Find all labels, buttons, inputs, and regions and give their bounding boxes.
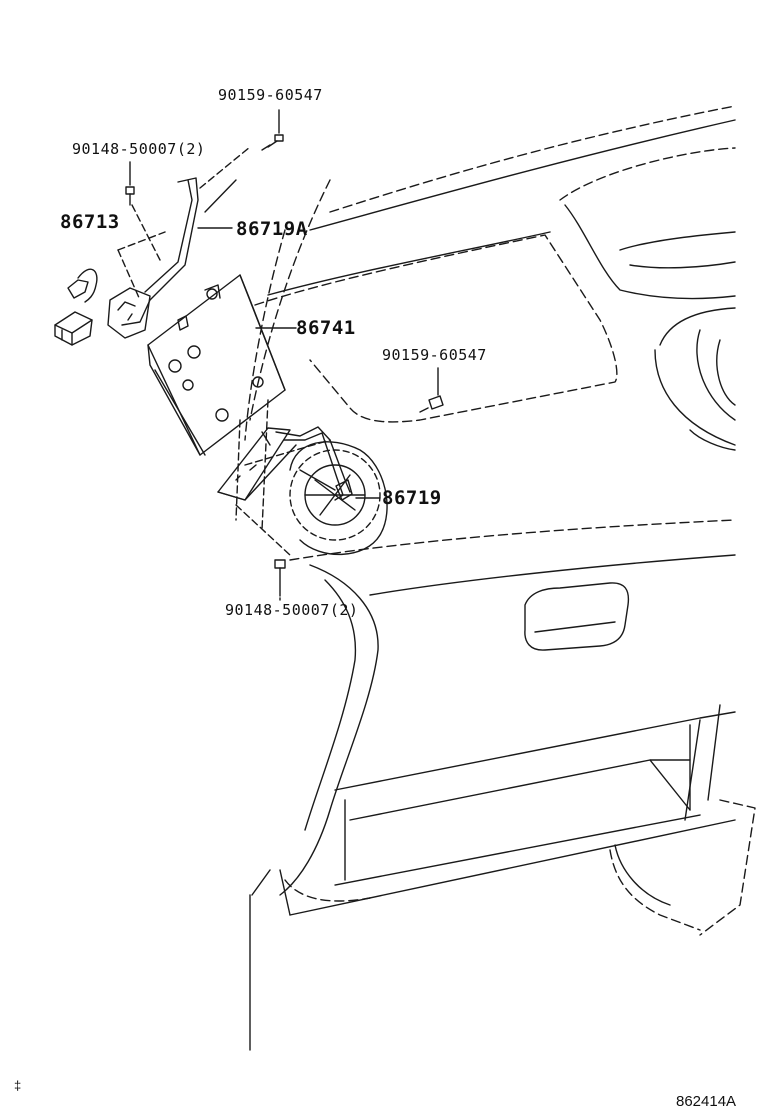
vehicle-body-outline	[244, 105, 756, 1051]
label-bolt-top[interactable]: 90159-60547	[218, 86, 323, 104]
screw-lower-icon	[274, 559, 286, 597]
bracket-upper-drawing	[107, 146, 251, 339]
bracket-lower-drawing	[217, 399, 353, 556]
leader-lines	[197, 227, 381, 601]
diagram-number: 862414A	[676, 1093, 737, 1110]
label-screw-upper[interactable]: 90148-50007(2)	[72, 140, 206, 158]
bolt-top-icon	[261, 109, 284, 151]
footer-mark: ‡	[14, 1078, 22, 1093]
label-connector[interactable]: 86713	[60, 211, 120, 233]
label-amplifier[interactable]: 86741	[296, 317, 356, 339]
connector-drawing	[54, 268, 98, 346]
bolt-mid-icon	[419, 367, 444, 413]
amplifier-drawing	[147, 274, 286, 456]
label-bolt-mid[interactable]: 90159-60547	[382, 346, 487, 364]
label-bracket-a[interactable]: 86719A	[236, 218, 308, 240]
screw-upper-icon	[125, 161, 135, 206]
label-bracket-b[interactable]: 86719	[382, 487, 442, 509]
label-screw-lower[interactable]: 90148-50007(2)	[225, 601, 359, 619]
